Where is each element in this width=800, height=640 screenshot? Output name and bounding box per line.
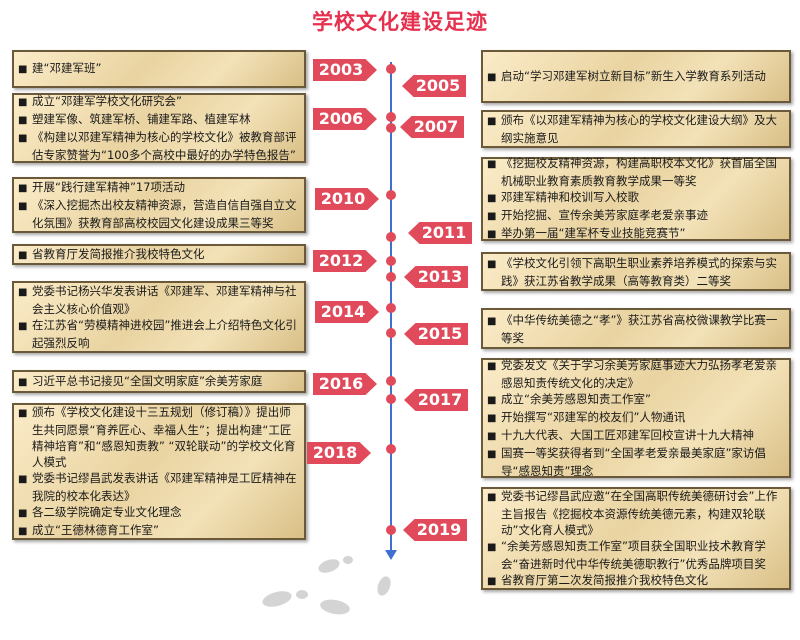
year-badge-2006: 2006 [313, 108, 377, 130]
event-box-2003: 建“邓建军班” [12, 50, 306, 88]
event-item: “余美芳感恩知责工作室”项目获全国职业技术教育学会“奋进新时代中华传统美德职教行… [487, 538, 785, 572]
year-badge-2003: 2003 [313, 59, 377, 81]
event-box-2005: 启动“学习邓建军树立新目标”新生入学教育系列活动 [481, 50, 791, 103]
event-box-2013: 《学校文化引领下高职生职业素养培养模式的探索与实践》获江苏省教学成果（高等教育类… [481, 252, 791, 291]
event-box-2007: 颁布《以邓建军精神为核心的学校文化建设大纲》及大纲实施意见 [481, 110, 791, 148]
event-item: 成立“王德林德育工作室” [18, 522, 300, 540]
event-item: 开展“践行建军精神”17项活动 [18, 179, 300, 197]
year-badge-2019: 2019 [403, 519, 467, 541]
event-item: 党委书记杨兴华发表讲话《邓建军、邓建军精神与社会主义核心价值观》 [18, 283, 300, 317]
event-item: 成立“邓建军学校文化研究会” [18, 93, 300, 111]
year-badge-2012: 2012 [313, 250, 377, 272]
year-badge-2016: 2016 [313, 373, 377, 395]
timeline-dot [386, 328, 396, 338]
event-item: 习近平总书记接见“全国文明家庭”余美芳家庭 [18, 373, 300, 391]
timeline-dot [386, 112, 396, 122]
event-item: 党委书记缪昌武发表讲话《邓建军精神是工匠精神在我院的校本化表达》 [18, 470, 300, 504]
event-box-2016: 习近平总书记接见“全国文明家庭”余美芳家庭 [12, 370, 306, 393]
timeline-dot [386, 444, 396, 454]
event-box-2014: 党委书记杨兴华发表讲话《邓建军、邓建军精神与社会主义核心价值观》在江苏省“劳模精… [12, 281, 306, 353]
event-item: 颁布《学校文化建设十三五规划（修订稿）》提出师生共同愿景“育养匠心、幸福人生”；… [18, 404, 300, 470]
timeline-dot [386, 190, 396, 200]
event-item: 开始挖掘、宣传余美芳家庭孝老爱亲事迹 [487, 207, 785, 225]
year-badge-2013: 2013 [404, 266, 468, 288]
event-item: 《深入挖掘杰出校友精神资源，营造自信自强自立文化氛围》获教育部高校校园文化建设成… [18, 197, 300, 231]
year-badge-2007: 2007 [400, 116, 464, 138]
timeline-dot [386, 303, 396, 313]
timeline-dot [386, 525, 396, 535]
event-item: 启动“学习邓建军树立新目标”新生入学教育系列活动 [487, 68, 785, 86]
event-item: 省教育厅发简报推介我校特色文化 [18, 246, 300, 264]
timeline-dot [386, 394, 396, 404]
page-title: 学校文化建设足迹 [312, 10, 488, 34]
event-item: 《中华传统美德之“孝”》获江苏省高校微课教学比赛一等奖 [487, 312, 785, 346]
event-box-2015: 《中华传统美德之“孝”》获江苏省高校微课教学比赛一等奖 [481, 308, 791, 349]
event-item: 省教育厅第二次发简报推介我校特色文化 [487, 572, 785, 590]
event-item: 《构建以邓建军精神为核心的学校文化》被教育部评估专家赞誉为“100多个高校中最好… [18, 129, 300, 163]
event-item: 开始撰写“邓建军的校友们”人物通讯 [487, 409, 785, 427]
timeline-dot [386, 256, 396, 266]
timeline-dot [386, 232, 396, 242]
event-box-2019: 党委书记缪昌武应邀“在全国高职传统美德研讨会”上作主旨报告《挖掘校本资源传统美德… [481, 487, 791, 590]
timeline-dot [386, 64, 396, 74]
year-badge-2010: 2010 [315, 188, 379, 210]
year-badge-2005: 2005 [402, 75, 466, 97]
event-item: 邓建军精神和校训写入校歌 [487, 189, 785, 207]
event-item: 举办第一届“建军杯专业技能竞赛节” [487, 225, 785, 243]
event-item: 党委发文《关于学习余美芳家庭事迹大力弘扬孝老爱亲感恩知责传统文化的决定》 [487, 357, 785, 391]
event-box-2012: 省教育厅发简报推介我校特色文化 [12, 244, 306, 265]
timeline-dot [386, 376, 396, 386]
year-badge-2011: 2011 [408, 222, 472, 244]
event-box-2011: 《挖掘校友精神资源，构建高职校本文化》获首届全国机械职业教育素质教育教学成果一等… [481, 155, 791, 243]
year-badge-2014: 2014 [315, 301, 379, 323]
event-item: 党委书记缪昌武应邀“在全国高职传统美德研讨会”上作主旨报告《挖掘校本资源传统美德… [487, 488, 785, 538]
year-badge-2017: 2017 [404, 389, 468, 411]
event-box-2006: 成立“邓建军学校文化研究会”塑建军像、筑建军桥、铺建军路、植建军林《构建以邓建军… [12, 93, 306, 163]
event-item: 各二级学院确定专业文化理念 [18, 504, 300, 522]
event-item: 在江苏省“劳模精神进校园”推进会上介绍特色文化引起强烈反响 [18, 317, 300, 351]
event-box-2018: 颁布《学校文化建设十三五规划（修订稿）》提出师生共同愿景“育养匠心、幸福人生”；… [12, 403, 306, 540]
event-item: 《挖掘校友精神资源，构建高职校本文化》获首届全国机械职业教育素质教育教学成果一等… [487, 155, 785, 189]
year-badge-2018: 2018 [307, 442, 371, 464]
timeline-arrowhead [385, 550, 397, 560]
timeline-dot [386, 123, 396, 133]
event-item: 《学校文化引领下高职生职业素养培养模式的探索与实践》获江苏省教学成果（高等教育类… [487, 255, 785, 289]
event-box-2017: 党委发文《关于学习余美芳家庭事迹大力弘扬孝老爱亲感恩知责传统文化的决定》成立“余… [481, 358, 791, 478]
year-badge-2015: 2015 [404, 323, 468, 345]
event-item: 颁布《以邓建军精神为核心的学校文化建设大纲》及大纲实施意见 [487, 112, 785, 146]
event-item: 国赛一等奖获得者到“全国孝老爱亲最美家庭”家访倡导“感恩知责”理念 [487, 445, 785, 479]
event-item: 塑建军像、筑建军桥、铺建军路、植建军林 [18, 111, 300, 129]
event-box-2010: 开展“践行建军精神”17项活动《深入挖掘杰出校友精神资源，营造自信自强自立文化氛… [12, 177, 306, 233]
event-item: 建“邓建军班” [18, 60, 300, 78]
event-item: 成立“余美芳感恩知责工作室” [487, 391, 785, 409]
event-item: 十九大代表、大国工匠邓建军回校宣讲十九大精神 [487, 427, 785, 445]
timeline-dot [386, 272, 396, 282]
